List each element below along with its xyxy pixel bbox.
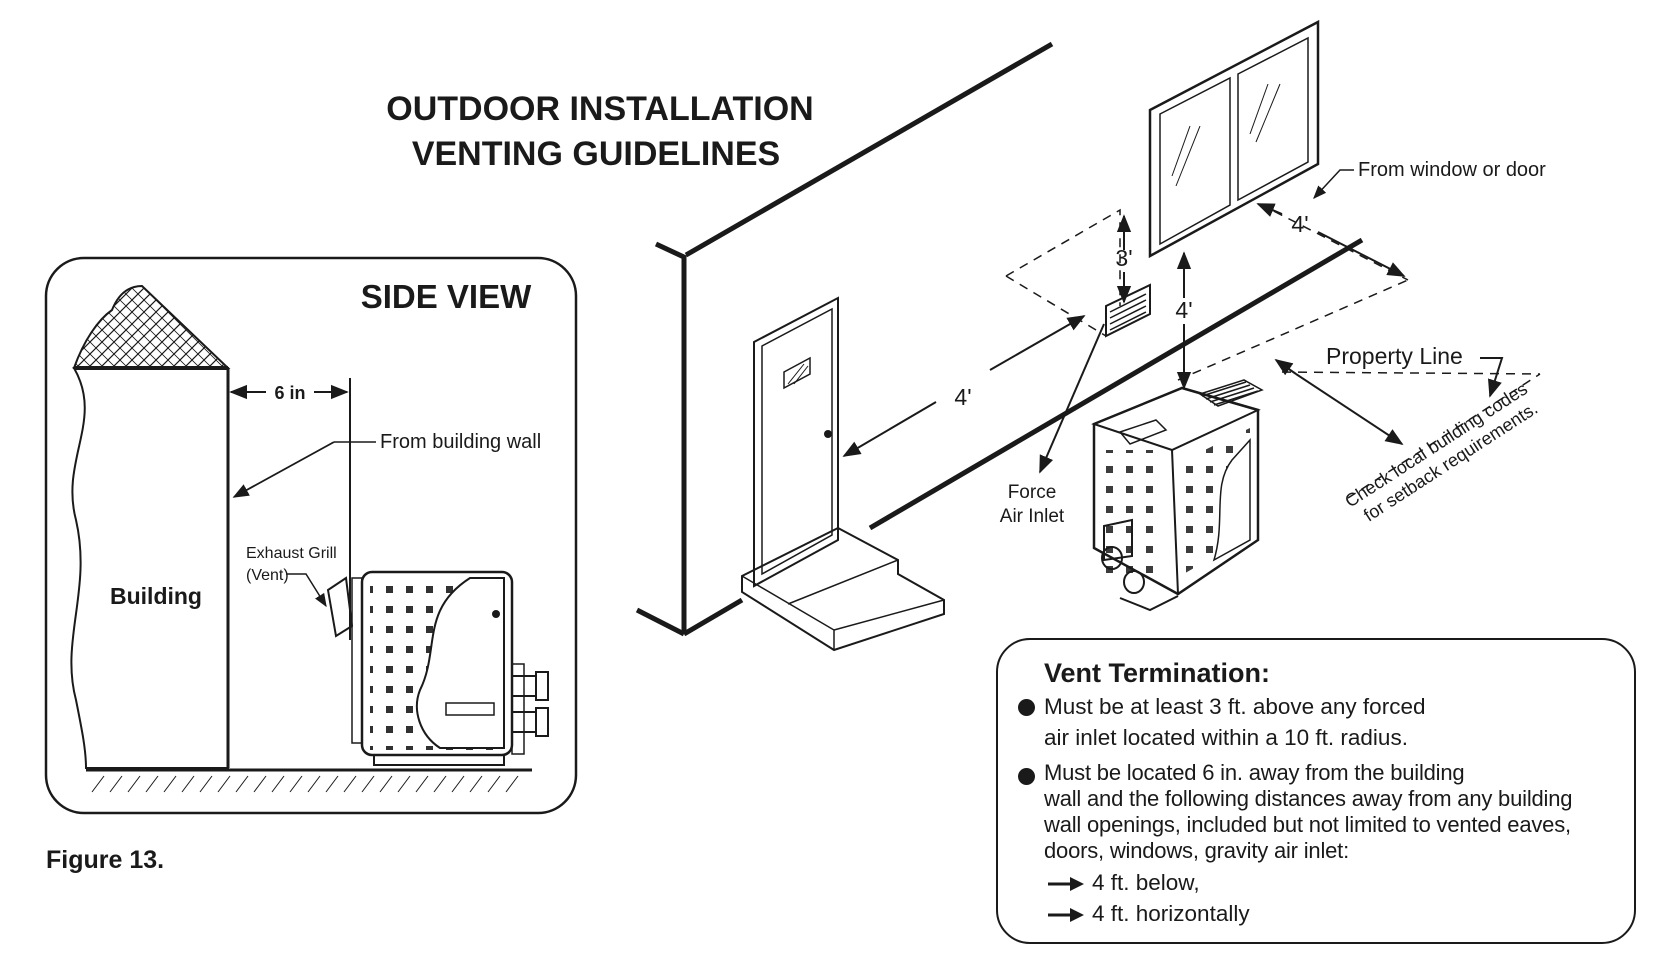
title-line-1: OUTDOOR INSTALLATION <box>386 90 813 128</box>
vent-termination-heading: Vent Termination: <box>1044 658 1271 688</box>
roof-masonry <box>72 284 231 369</box>
exhaust-label-line-2: (Vent) <box>246 567 289 584</box>
heater-isometric <box>1091 379 1264 612</box>
setback-note-line-1: Check local building codes <box>1341 378 1531 511</box>
ground-hatch <box>91 775 519 793</box>
property-line-dim <box>1295 373 1404 445</box>
force-air-arrow <box>1039 323 1105 474</box>
dim-door-horizontal: 4' <box>954 384 971 410</box>
setback-note-line-2: for setback requirements. <box>1360 398 1541 525</box>
door <box>753 296 839 588</box>
side-view-heading: SIDE VIEW <box>361 278 532 315</box>
right-arrow-icon <box>1048 908 1084 922</box>
vent-termination-box: Vent Termination: Must be at least 3 ft.… <box>996 638 1636 944</box>
building-label: Building <box>110 583 202 609</box>
title-line-2: VENTING GUIDELINES <box>412 135 780 173</box>
six-in-label: 6 in <box>274 383 305 403</box>
distance-item-horizontal-text: 4 ft. horizontally <box>1092 901 1250 926</box>
bullet2-line4: doors, windows, gravity air inlet: <box>1044 838 1349 863</box>
from-window-label: From window or door <box>1358 159 1546 181</box>
from-wall-arrow <box>232 441 335 498</box>
bullet-dot <box>1018 768 1035 785</box>
clearance-zone-inlet <box>1005 208 1121 337</box>
bullet2-line1: Must be located 6 in. away from the buil… <box>1044 760 1465 785</box>
right-arrow-icon <box>1048 877 1084 891</box>
dim-three-ft: 3' <box>1115 245 1132 271</box>
building-outline <box>70 367 229 769</box>
window <box>1148 19 1320 259</box>
force-air-label-line-1: Force <box>1008 482 1057 503</box>
wall-base-edge <box>682 597 744 637</box>
heater-side-view <box>326 570 549 766</box>
vent-grill <box>1105 283 1151 338</box>
bullet1-line2: air inlet located within a 10 ft. radius… <box>1044 725 1408 750</box>
bullet-dot <box>1018 699 1035 716</box>
bullet2-line3: wall openings, included but not limited … <box>1044 812 1571 837</box>
bullet-building-wall-text: Must be located 6 in. away from the buil… <box>1044 760 1644 864</box>
force-air-label-line-2: Air Inlet <box>1000 506 1065 527</box>
distance-item-below-text: 4 ft. below, <box>1092 870 1200 895</box>
dim-window-horizontal: 4' <box>1291 211 1308 237</box>
from-building-wall-label: From building wall <box>380 431 541 453</box>
dim-window-below: 4' <box>1175 297 1192 323</box>
figure-caption: Figure 13. <box>46 846 164 874</box>
bullet-forced-air-text: Must be at least 3 ft. above any forced … <box>1044 691 1644 753</box>
wall-top-edge <box>684 41 1054 258</box>
side-view-panel: SIDE VIEW Building 6 in F <box>44 256 578 815</box>
property-line <box>1347 373 1541 499</box>
door-step <box>741 526 945 652</box>
bullet1-line1: Must be at least 3 ft. above any forced <box>1044 694 1426 719</box>
property-line-label: Property Line <box>1326 343 1463 369</box>
bullet2-line2: wall and the following distances away fr… <box>1044 786 1573 811</box>
exhaust-label-line-1: Exhaust Grill <box>246 545 337 562</box>
